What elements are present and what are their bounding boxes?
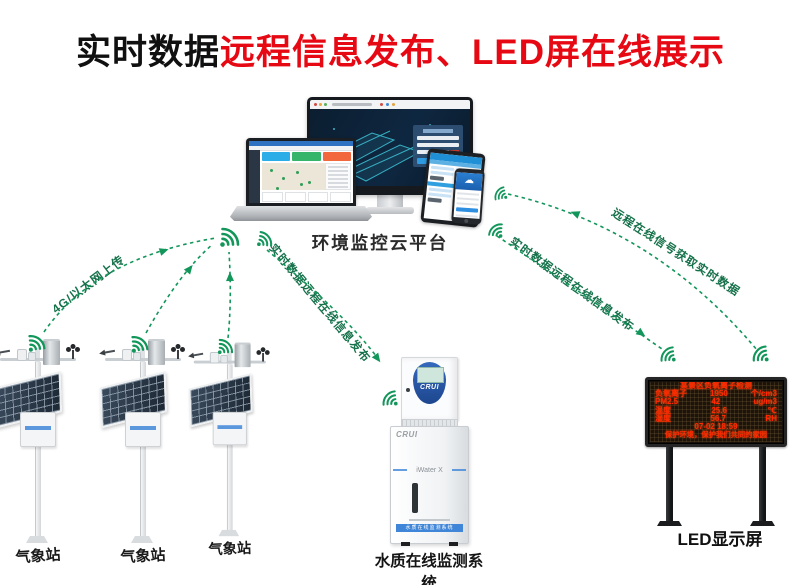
led-time: 07-02 18:59 <box>694 422 738 432</box>
sensor-housing <box>28 352 36 361</box>
mast <box>226 351 232 365</box>
laptop-screen <box>246 138 356 206</box>
led-display: 某景区负氧离子检测 负氧离子 1950 个/cm3 PM2.5 42 ug/m3… <box>645 375 795 555</box>
sensor-housing <box>122 349 132 361</box>
led-data-row: 温度 25.6 ℃ <box>655 405 777 415</box>
door-handle <box>412 483 418 513</box>
anemometer <box>66 347 74 359</box>
mast <box>140 348 145 362</box>
lock-icon <box>406 388 410 392</box>
wifi-icon-led-in <box>656 343 677 364</box>
weather-station: 气象站 <box>188 334 283 562</box>
phone-screen: ☁ <box>453 172 483 219</box>
control-box <box>125 412 161 447</box>
phone-button-graphic <box>455 207 479 213</box>
wifi-icon-station-3 <box>217 336 236 355</box>
sensor-housing <box>133 352 141 361</box>
monitor-stand-base <box>366 207 414 214</box>
water-quality-system: CRUI CRUI iWater X 水质在线监测系统 水质在线监测系统 <box>375 355 483 585</box>
weather-station: 气象站 <box>0 330 94 570</box>
led-foot <box>750 521 775 526</box>
wifi-icon-phone-down <box>485 219 505 239</box>
sensor-housing <box>209 352 220 364</box>
wifi-icon-led-out <box>748 342 770 364</box>
laptop-keyboard-deck <box>230 206 372 221</box>
sensor-housing <box>17 349 27 361</box>
arrow-phone-to-led <box>496 235 663 350</box>
led-label: LED显示屏 <box>677 530 763 549</box>
laptop-sidebar-graphic <box>249 150 260 203</box>
arrow-cloud-to-water <box>266 249 380 361</box>
arrow-led-to-phone <box>507 193 758 351</box>
monitor-stand-neck <box>377 193 403 208</box>
platform-label: 环境监控云平台 <box>311 233 449 253</box>
wifi-icon-cloud-out <box>256 228 277 249</box>
model-label: iWater X <box>416 467 443 474</box>
browser-chrome <box>310 100 470 109</box>
led-frame: 某景区负氧离子检测 负氧离子 1950 个/cm3 PM2.5 42 ug/m3… <box>645 377 787 447</box>
mast <box>35 348 40 362</box>
sensor-crossarm <box>105 358 181 361</box>
station-pole <box>35 362 41 538</box>
led-title: 某景区负氧离子检测 <box>680 382 752 390</box>
sensor-housing <box>220 354 228 364</box>
phone-home-button <box>464 218 469 223</box>
station-pole <box>140 362 146 538</box>
pole-base <box>131 536 153 543</box>
controller-lcd <box>417 367 444 383</box>
weather-station: 气象站 <box>99 330 199 570</box>
title-black: 实时数据 <box>76 33 221 72</box>
arrow-station1-to-cloud <box>43 237 217 333</box>
sensor-crossarm <box>0 358 76 361</box>
wifi-icon-phone-up <box>490 184 509 203</box>
rain-gauge <box>234 342 251 368</box>
wifi-icon-water <box>378 387 399 408</box>
phone-device: ☁ <box>451 168 485 225</box>
control-box <box>212 411 247 446</box>
led-leg <box>666 447 673 521</box>
rain-gauge <box>43 339 60 365</box>
title-red: 远程信息发布、LED屏在线展示 <box>220 33 726 72</box>
anemometer <box>171 347 179 359</box>
wifi-icon-station-1 <box>26 330 49 353</box>
laptop-list-panel <box>325 163 351 190</box>
led-data-row: PM2.5 42 ug/m3 <box>655 397 777 407</box>
rain-gauge <box>148 339 165 365</box>
pole-base <box>218 529 240 537</box>
arrow-station3-to-cloud <box>227 251 232 339</box>
anemometer <box>256 350 264 362</box>
wifi-icon-cloud-hub <box>219 224 243 248</box>
arrow-station2-to-cloud <box>145 243 214 334</box>
led-leg <box>759 447 766 521</box>
led-data-row: 湿度 56.7 RH <box>655 413 777 423</box>
led-data-row: 负氧离子 1950 个/cm3 <box>655 389 777 399</box>
station-pole <box>226 364 233 532</box>
sensor-crossarm <box>193 360 266 364</box>
led-matrix-screen: 某景区负氧离子检测 负氧离子 1950 个/cm3 PM2.5 42 ug/m3… <box>650 382 782 442</box>
laptop-device <box>230 138 372 221</box>
water-cabinet: CRUI iWater X 水质在线监测系统 <box>390 426 469 546</box>
led-slogan: 保护环境，保护我们共同的家园 <box>664 430 768 440</box>
water-controller-head: CRUI <box>401 357 458 421</box>
control-box <box>20 412 56 447</box>
water-system-label: 水质在线监测系统 <box>374 553 484 585</box>
brand-logo: CRUI <box>419 384 440 391</box>
cabinet-strip-label: 水质在线监测系统 <box>396 524 463 532</box>
led-foot <box>657 521 682 526</box>
wifi-icon-station-2 <box>129 331 152 354</box>
map-graphic <box>262 163 326 190</box>
brand-logo: CRUI <box>396 430 418 439</box>
controller-shield: CRUI <box>413 362 446 404</box>
page-title: 实时数据远程信息发布、LED屏在线展示 <box>76 24 725 75</box>
pole-base <box>26 536 48 543</box>
cloud-icon: ☁ <box>463 174 475 187</box>
